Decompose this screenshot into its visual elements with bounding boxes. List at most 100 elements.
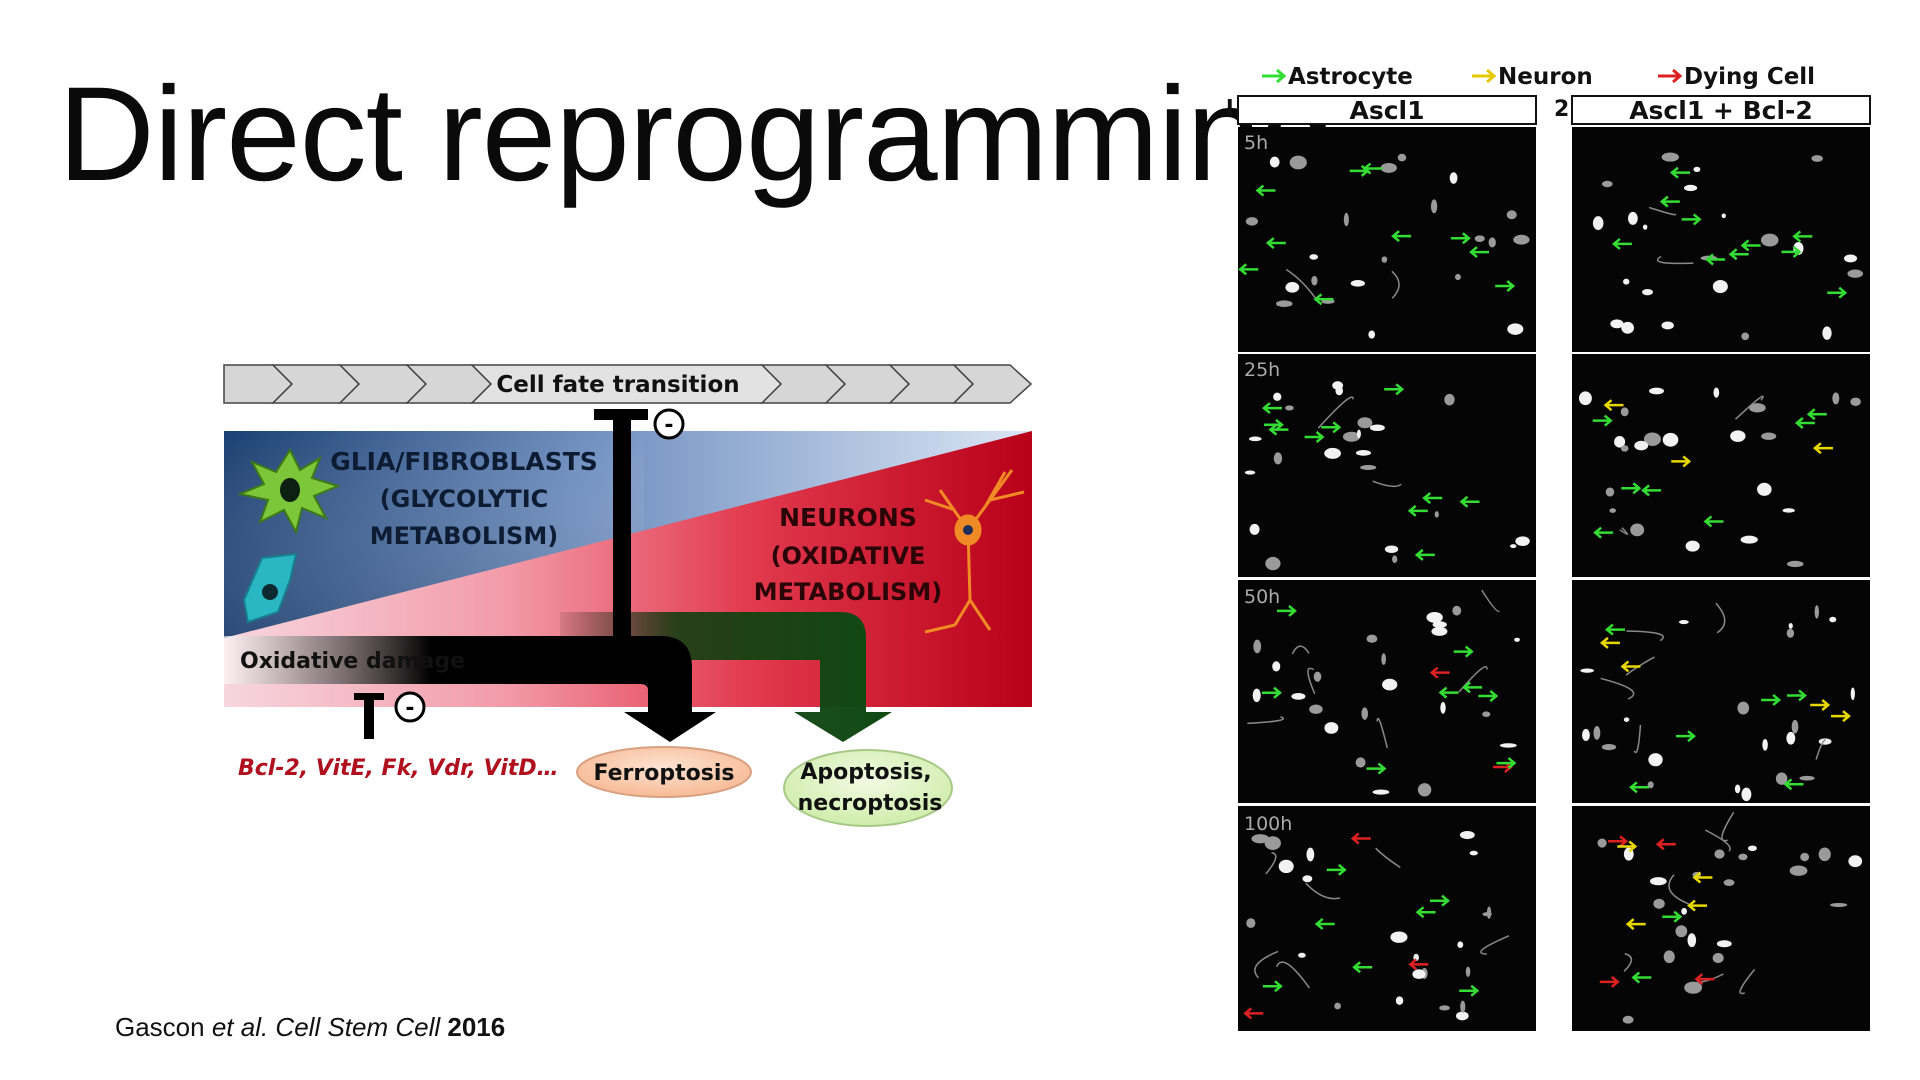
cell-speck	[1675, 925, 1688, 938]
cell-speck	[1465, 966, 1471, 977]
cell-speck	[1273, 452, 1283, 465]
cell-speck	[1343, 212, 1349, 227]
cell-speck	[1342, 431, 1361, 442]
cell-speck	[1681, 907, 1687, 915]
inhibition-bar-bottom	[354, 691, 426, 739]
column-header-ascl1-bcl2: Ascl1 + Bcl-2	[1629, 96, 1813, 125]
cell-speck	[1249, 523, 1260, 535]
cell-speck	[1278, 859, 1294, 874]
cell-speck	[1748, 403, 1766, 413]
cell-speck	[1488, 237, 1496, 248]
cell-arrow	[1430, 894, 1450, 907]
cell-arrow	[1687, 899, 1708, 912]
inhibitors-label: Bcl-2, VitE, Fk, Vdr, VitD…	[238, 756, 559, 781]
cell-speck	[1515, 536, 1530, 547]
cell-speck	[1251, 834, 1270, 844]
cell-speck	[1302, 875, 1313, 883]
cell-speck	[1592, 216, 1604, 231]
cell-arrow	[1262, 980, 1283, 993]
cell-speck	[1850, 687, 1855, 701]
cell-arrow	[1593, 526, 1614, 539]
legend-astrocyte: Astrocyte	[1262, 64, 1413, 90]
panel-ascl1-25h	[1238, 354, 1536, 577]
neurite	[1285, 268, 1317, 299]
cell-speck	[1350, 279, 1365, 287]
cell-speck	[1647, 781, 1654, 789]
cell-speck	[1357, 417, 1373, 429]
cell-speck	[1634, 440, 1649, 451]
cell-arrow	[1478, 690, 1499, 702]
cell-arrow	[1450, 232, 1471, 245]
neurons-label-line3: METABOLISM)	[754, 578, 942, 606]
cell-speck	[1245, 217, 1259, 226]
timepoint-50h: 50h	[1244, 586, 1280, 608]
cell-speck	[1760, 233, 1779, 247]
cell-arrow	[1495, 280, 1516, 293]
cell-arrow	[1728, 248, 1749, 261]
cell-speck	[1355, 757, 1366, 768]
cell-arrow	[1255, 184, 1276, 197]
cell-arrow	[1783, 778, 1804, 791]
cell-speck	[1593, 725, 1601, 740]
inhibit-symbol-bottom: -	[405, 696, 414, 721]
cell-arrow	[1662, 910, 1683, 923]
neurite	[1291, 645, 1310, 655]
cell-arrow	[1625, 918, 1646, 931]
column-header-box-left	[1237, 95, 1537, 125]
cell-speck	[1723, 879, 1735, 887]
cell-speck	[1264, 836, 1281, 850]
cell-speck	[1748, 845, 1757, 852]
panel-ascl1-50h	[1238, 580, 1536, 803]
cell-speck	[1811, 155, 1823, 162]
cell-arrow	[1681, 213, 1702, 226]
cell-speck	[1757, 482, 1772, 496]
citation-authors: Gascon	[115, 1012, 212, 1042]
panel-bcl2-50h	[1572, 580, 1870, 803]
cell-speck	[1432, 621, 1447, 628]
cell-speck	[1642, 224, 1648, 230]
cell-speck	[1814, 605, 1820, 619]
cell-speck	[1513, 234, 1530, 245]
cell-speck	[1460, 1000, 1466, 1013]
cell-speck	[1499, 743, 1517, 748]
neurite	[1735, 395, 1764, 420]
glia-label-line1: GLIA/FIBROBLASTS	[330, 447, 598, 476]
cell-speck	[1614, 436, 1626, 448]
cell-arrow	[1438, 686, 1459, 699]
neurite	[1265, 852, 1277, 875]
cell-speck	[1395, 996, 1404, 1005]
cell-speck	[1368, 330, 1376, 339]
glia-label-line2: (GLYCOLYTIC	[380, 485, 549, 513]
neurite	[1623, 952, 1633, 972]
cell-speck	[1850, 397, 1861, 406]
cell-arrow	[1352, 961, 1373, 974]
cell-speck	[1643, 432, 1661, 446]
cell-speck	[1713, 387, 1720, 398]
cell-speck	[1366, 634, 1378, 643]
cell-arrow	[1641, 484, 1662, 497]
cell-specks	[1244, 152, 1864, 1024]
legend: Astrocyte Neuron Dying Cell	[1262, 64, 1815, 90]
cell-arrow	[1313, 293, 1334, 306]
oxidative-damage-arrow	[224, 636, 716, 742]
cell-speck	[1510, 544, 1517, 549]
cell-arrow	[1415, 906, 1436, 919]
cell-arrow	[1629, 781, 1649, 794]
cell-speck	[1648, 753, 1663, 767]
cell-speck	[1683, 184, 1698, 192]
cell-speck	[1252, 688, 1261, 703]
cell-speck	[1426, 611, 1443, 623]
cell-speck	[1265, 556, 1281, 571]
cell-arrow	[1830, 710, 1851, 723]
cell-arrow	[1326, 863, 1347, 876]
neurite	[1372, 480, 1402, 488]
neurite	[1815, 739, 1826, 760]
cell-speck	[1578, 391, 1592, 406]
cell-speck	[1390, 931, 1408, 943]
cell-speck	[1832, 392, 1840, 405]
cell-speck	[1788, 622, 1793, 629]
neurite	[1305, 882, 1341, 900]
apoptosis-oval	[783, 749, 953, 827]
cell-speck	[1622, 1015, 1634, 1024]
